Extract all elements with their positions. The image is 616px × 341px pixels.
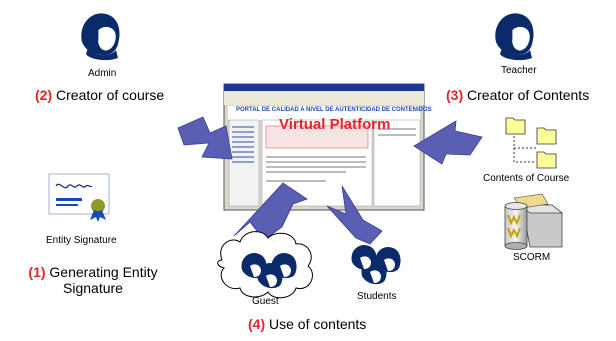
virtual-platform-title: Virtual Platform	[279, 116, 391, 133]
use-of-contents-label: (4) Use of contents	[248, 316, 366, 332]
platform-screenshot	[223, 83, 425, 211]
group-icon	[241, 252, 297, 289]
step-text: Creator of Contents	[467, 87, 590, 103]
step-number: (2)	[35, 87, 53, 103]
person-icon	[81, 13, 120, 61]
arrows	[177, 116, 483, 245]
folder-icon	[505, 117, 557, 169]
arrow-students	[326, 185, 383, 245]
step-text: Use of contents	[269, 316, 367, 332]
admin-label: Admin	[88, 68, 117, 79]
arrow-creator-course	[177, 116, 233, 160]
certificate-icon	[48, 173, 110, 222]
step-text: Creator of course	[56, 87, 165, 103]
step-number: (3)	[446, 87, 464, 103]
creator-course-label: (2) Creator of course	[35, 87, 164, 103]
database-icon	[504, 193, 564, 250]
step-number: (4)	[248, 316, 266, 332]
step-number: (1)	[28, 264, 46, 280]
generating-entity-label: (1) Generating Entity Signature	[8, 264, 178, 296]
arrow-guest	[233, 182, 308, 241]
scorm-label: SCORM	[513, 252, 551, 263]
guest-label: Guest	[252, 296, 279, 307]
teacher-label: Teacher	[501, 65, 537, 76]
contents-of-course-label: Contents of Course	[483, 173, 570, 184]
entity-signature-label: Entity Signature	[46, 235, 117, 246]
students-label: Students	[357, 291, 397, 302]
group-icon	[351, 244, 401, 285]
creator-contents-label: (3) Creator of Contents	[446, 87, 589, 103]
portal-header: PORTAL DE CALIDAD A NIVEL DE AUTENTICIDA…	[236, 107, 432, 113]
step-text-line2: Signature	[63, 280, 123, 296]
step-text: Generating Entity	[49, 264, 158, 280]
person-icon	[495, 13, 534, 61]
arrow-creator-contents	[413, 120, 483, 165]
